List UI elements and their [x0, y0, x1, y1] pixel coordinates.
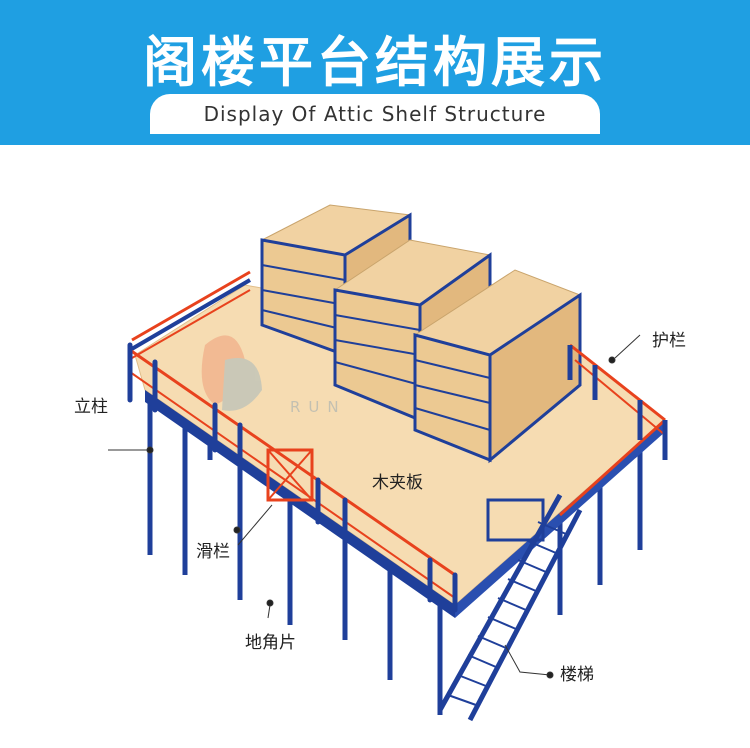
- label-plank: 木夹板: [372, 473, 423, 493]
- attic-platform-illustration: RUN: [108, 204, 668, 722]
- slide-gate: [266, 448, 314, 502]
- label-guardrail: 护栏: [652, 331, 686, 351]
- guardrail-front: [127, 342, 458, 613]
- watermark-text: RUN: [290, 398, 347, 416]
- watermark-logo: RUN: [201, 335, 347, 416]
- callout-leaders: [108, 334, 641, 679]
- deck-edge: [145, 390, 455, 618]
- page-subtitle: Display Of Attic Shelf Structure: [150, 94, 600, 134]
- guardrail-right: [558, 343, 668, 517]
- label-stairs: 楼梯: [560, 665, 594, 685]
- label-slide-rail: 滑栏: [196, 542, 230, 562]
- header-banner: 阁楼平台结构展示 Display Of Attic Shelf Structur…: [0, 0, 750, 145]
- staircase: [437, 493, 583, 722]
- page-title: 阁楼平台结构展示: [143, 31, 607, 94]
- label-foot-plate: 地角片: [245, 633, 296, 653]
- rack-block-front: [413, 269, 582, 464]
- diagram-area: RUN: [0, 145, 750, 748]
- rack-block-middle: [333, 239, 492, 424]
- label-column: 立柱: [74, 397, 108, 417]
- guardrail-back-left: [128, 270, 252, 359]
